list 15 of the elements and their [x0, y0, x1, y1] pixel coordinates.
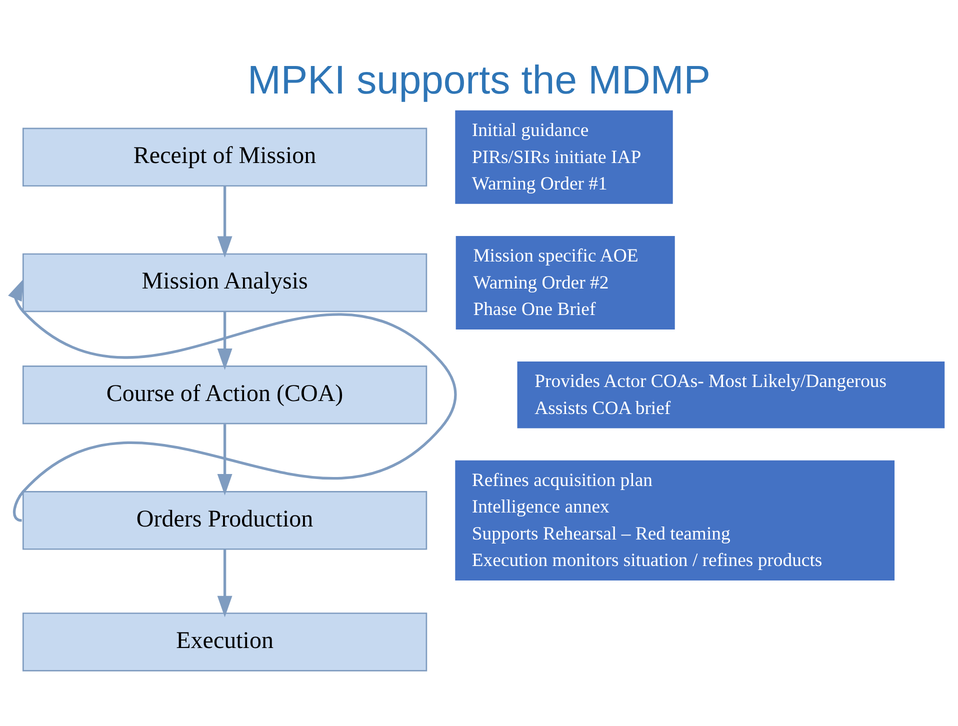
node-box: Mission specific AOE Warning Order #2 Phase One Brief: [456, 235, 675, 329]
node-box: Execution: [22, 612, 428, 671]
node-box: Provides Actor COAs- Most Likely/Dangerous Assists COA brief: [517, 361, 945, 428]
arrow: [217, 311, 232, 370]
arrow: [217, 548, 232, 617]
node-box: Course of Action (COA): [22, 365, 428, 424]
arrow: [217, 424, 232, 495]
node-box: Orders Production: [22, 490, 428, 550]
node-box: Mission Analysis: [22, 252, 428, 312]
node-box: Initial guidance PIRs/SIRs initiate IAP Warning Order #1: [455, 110, 673, 204]
arrow: [217, 186, 232, 258]
diagram-title: MPKI supports the MDMP: [248, 58, 710, 102]
node-box: Receipt of Mission: [22, 127, 428, 186]
arrow: [8, 278, 456, 521]
node-box: Refines acquisition plan Intelligence annex Supports Rehearsal – Red teaming Execution monitors situation / refines products: [455, 460, 895, 580]
